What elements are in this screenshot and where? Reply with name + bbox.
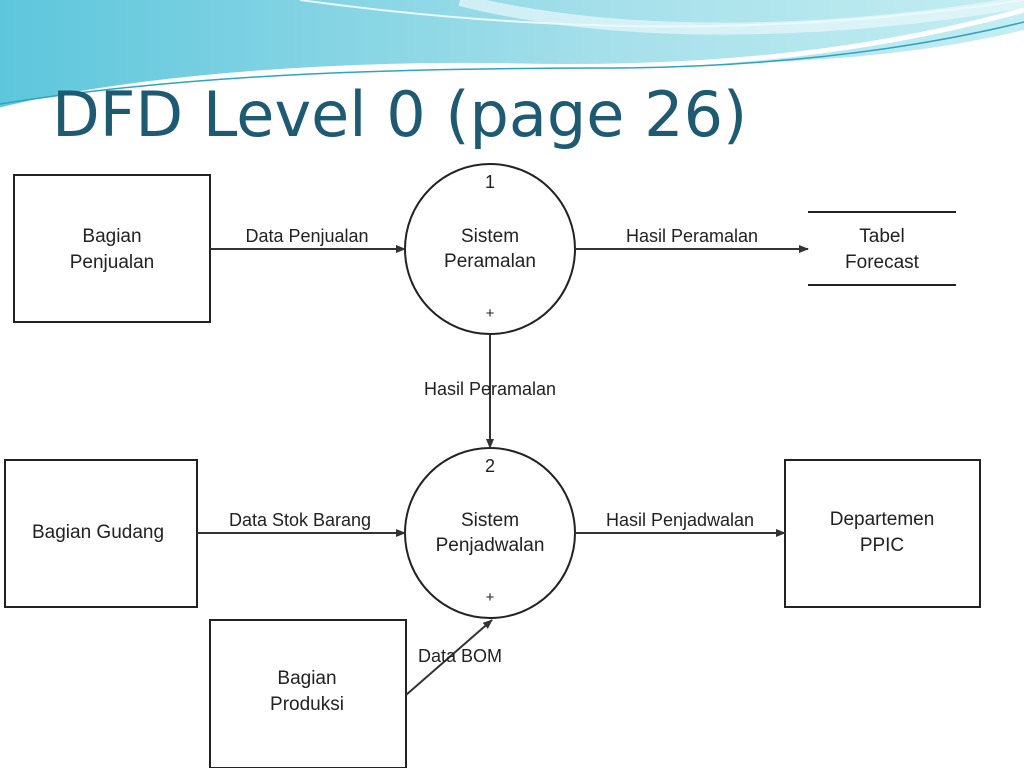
entity-departemen-ppic: Departemen PPIC: [784, 459, 981, 608]
process-expand-marker: +: [486, 589, 495, 606]
entity-label-line: Penjualan: [70, 252, 155, 273]
entity-bagian-gudang: Bagian Gudang: [4, 459, 198, 608]
dfd-diagram: Bagian Penjualan 1 Sistem Peramalan + Ta…: [4, 163, 981, 768]
flow-hasil-peramalan-to-forecast: Hasil Peramalan: [575, 226, 809, 253]
flow-data-bom: Data BOM: [405, 619, 502, 696]
entity-label-line: PPIC: [860, 535, 904, 556]
process-label-line: Sistem: [461, 226, 519, 247]
entity-label-line: Produksi: [270, 694, 344, 715]
entity-bagian-penjualan: Bagian Penjualan: [13, 174, 211, 323]
datastore-label-line: Forecast: [845, 252, 920, 273]
flow-label: Data Stok Barang: [229, 510, 371, 530]
flow-label: Hasil Peramalan: [424, 379, 556, 399]
process-number: 1: [485, 172, 495, 192]
flow-label: Data Penjualan: [245, 226, 368, 246]
datastore-label-line: Tabel: [859, 226, 904, 247]
entity-label-line: Bagian: [277, 668, 336, 689]
flow-hasil-penjadwalan: Hasil Penjadwalan: [575, 510, 786, 537]
flow-data-stok-barang: Data Stok Barang: [197, 510, 406, 537]
entity-bagian-produksi: Bagian Produksi: [209, 619, 407, 768]
process-2-sistem-penjadwalan: 2 Sistem Penjadwalan +: [404, 447, 576, 619]
process-label-line: Penjadwalan: [436, 535, 545, 556]
slide-header-banner: [0, 0, 1024, 113]
flow-data-penjualan: Data Penjualan: [210, 226, 406, 253]
process-1-sistem-peramalan: 1 Sistem Peramalan +: [404, 163, 576, 335]
process-label-line: Peramalan: [444, 251, 536, 272]
slide-title: DFD Level 0 (page 26): [52, 78, 748, 151]
process-expand-marker: +: [486, 305, 495, 322]
entity-label-line: Bagian: [82, 226, 141, 247]
datastore-tabel-forecast: Tabel Forecast: [808, 211, 956, 286]
flow-label: Hasil Penjadwalan: [606, 510, 754, 530]
process-label-line: Sistem: [461, 510, 519, 531]
flow-hasil-peramalan-to-penjadwalan: Hasil Peramalan: [424, 334, 556, 449]
process-number: 2: [485, 456, 495, 476]
entity-label-line: Departemen: [830, 509, 935, 530]
entity-label-line: Bagian Gudang: [32, 522, 164, 543]
flow-label: Hasil Peramalan: [626, 226, 758, 246]
flow-label: Data BOM: [418, 646, 502, 666]
